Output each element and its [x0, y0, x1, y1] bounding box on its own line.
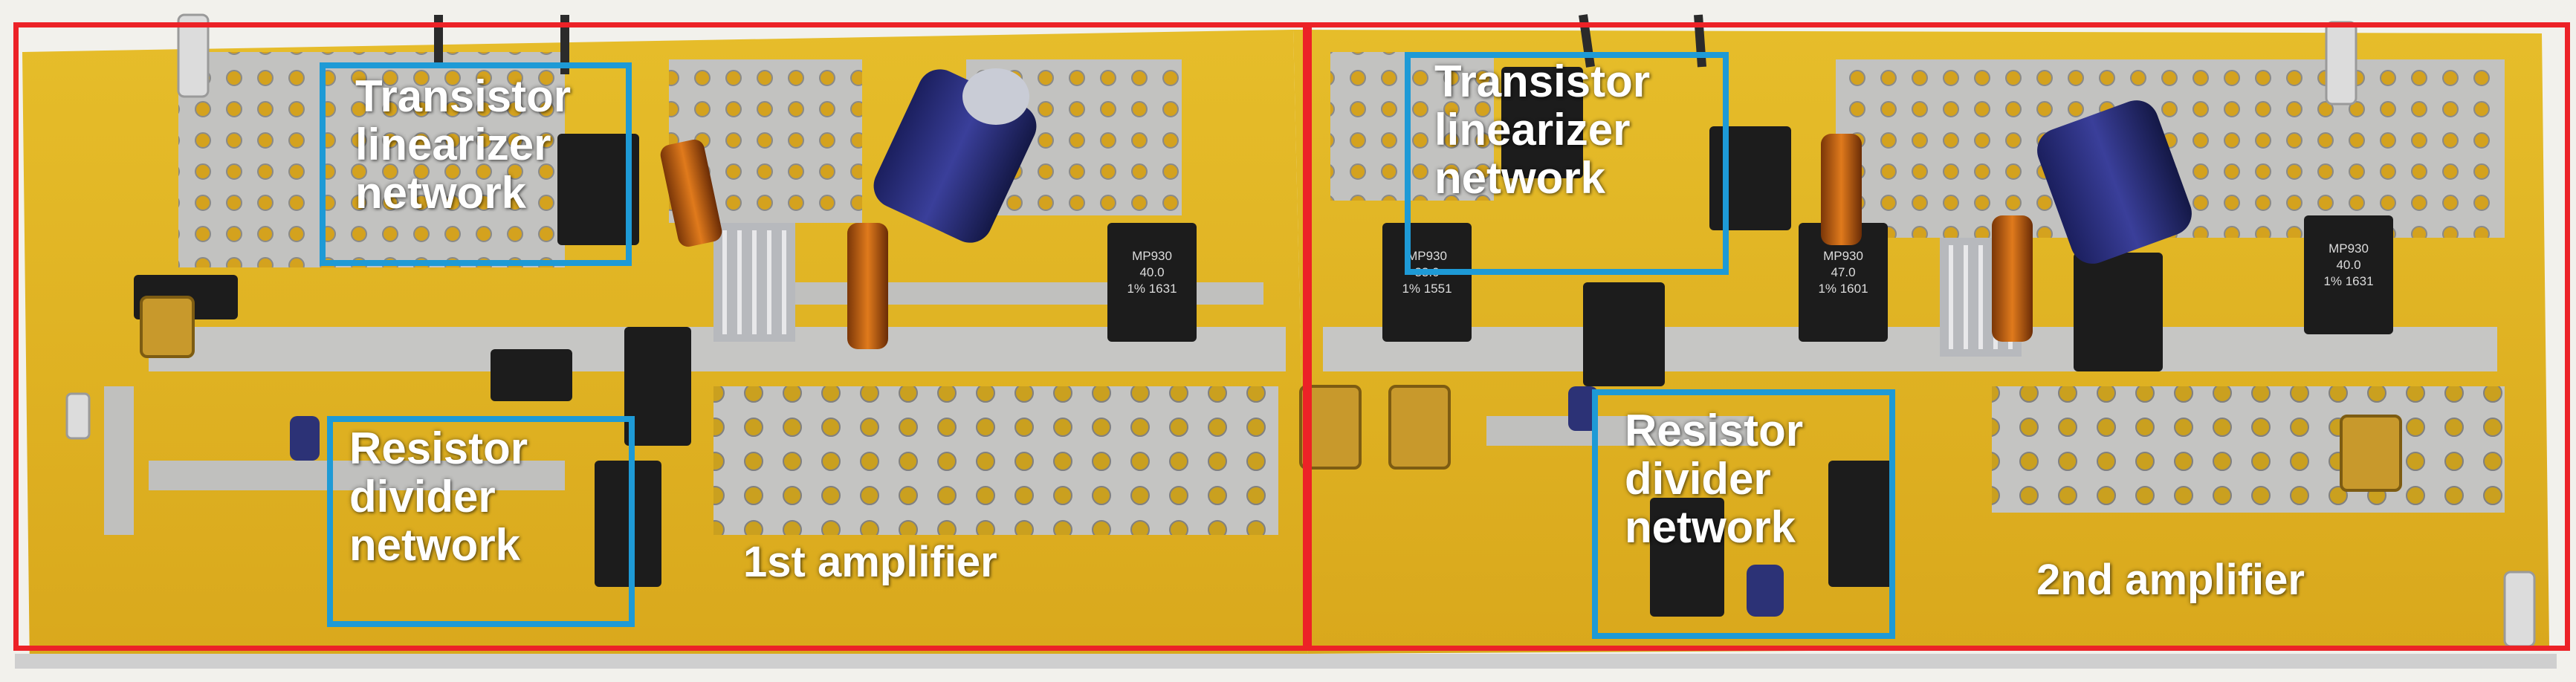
- left-linearizer-label: Transistor linearizer network: [355, 71, 572, 218]
- resistor-markings: MP930 40.0 1% 1631 MP930 33.0 1% 1551 MP…: [1127, 241, 2373, 296]
- inductor: [660, 134, 2033, 349]
- svg-text:MP930: MP930: [1407, 249, 1447, 263]
- right-resistor-divider-frame: [1592, 389, 1895, 639]
- sma-connector: [140, 296, 2402, 492]
- svg-text:MP930: MP930: [1132, 249, 1172, 263]
- svg-text:1% 1601: 1% 1601: [1818, 282, 1868, 296]
- right-linearizer-label: Transistor linearizer network: [1434, 56, 1651, 203]
- svg-text:40.0: 40.0: [1139, 265, 1164, 279]
- left-divider-label: Resistor divider network: [349, 423, 528, 570]
- svg-text:MP930: MP930: [1823, 249, 1863, 263]
- second-amplifier-frame: [1307, 22, 2570, 651]
- svg-text:47.0: 47.0: [1831, 265, 1855, 279]
- svg-text:1% 1631: 1% 1631: [2323, 274, 2373, 288]
- right-transistor-linearizer-frame: [1405, 52, 1729, 275]
- left-resistor-divider-frame: [327, 416, 635, 627]
- svg-text:MP930: MP930: [2329, 241, 2369, 256]
- first-amplifier-frame: [13, 22, 1308, 651]
- capacitor: [290, 68, 2192, 617]
- first-amplifier-label: 1st amplifier: [743, 538, 997, 586]
- svg-text:1% 1551: 1% 1551: [1402, 282, 1452, 296]
- left-transistor-linearizer-frame: [320, 62, 632, 266]
- svg-text:40.0: 40.0: [2336, 258, 2360, 272]
- svg-text:1% 1631: 1% 1631: [1127, 282, 1177, 296]
- right-divider-label: Resistor divider network: [1625, 406, 1804, 552]
- second-amplifier-label: 2nd amplifier: [2036, 556, 2305, 604]
